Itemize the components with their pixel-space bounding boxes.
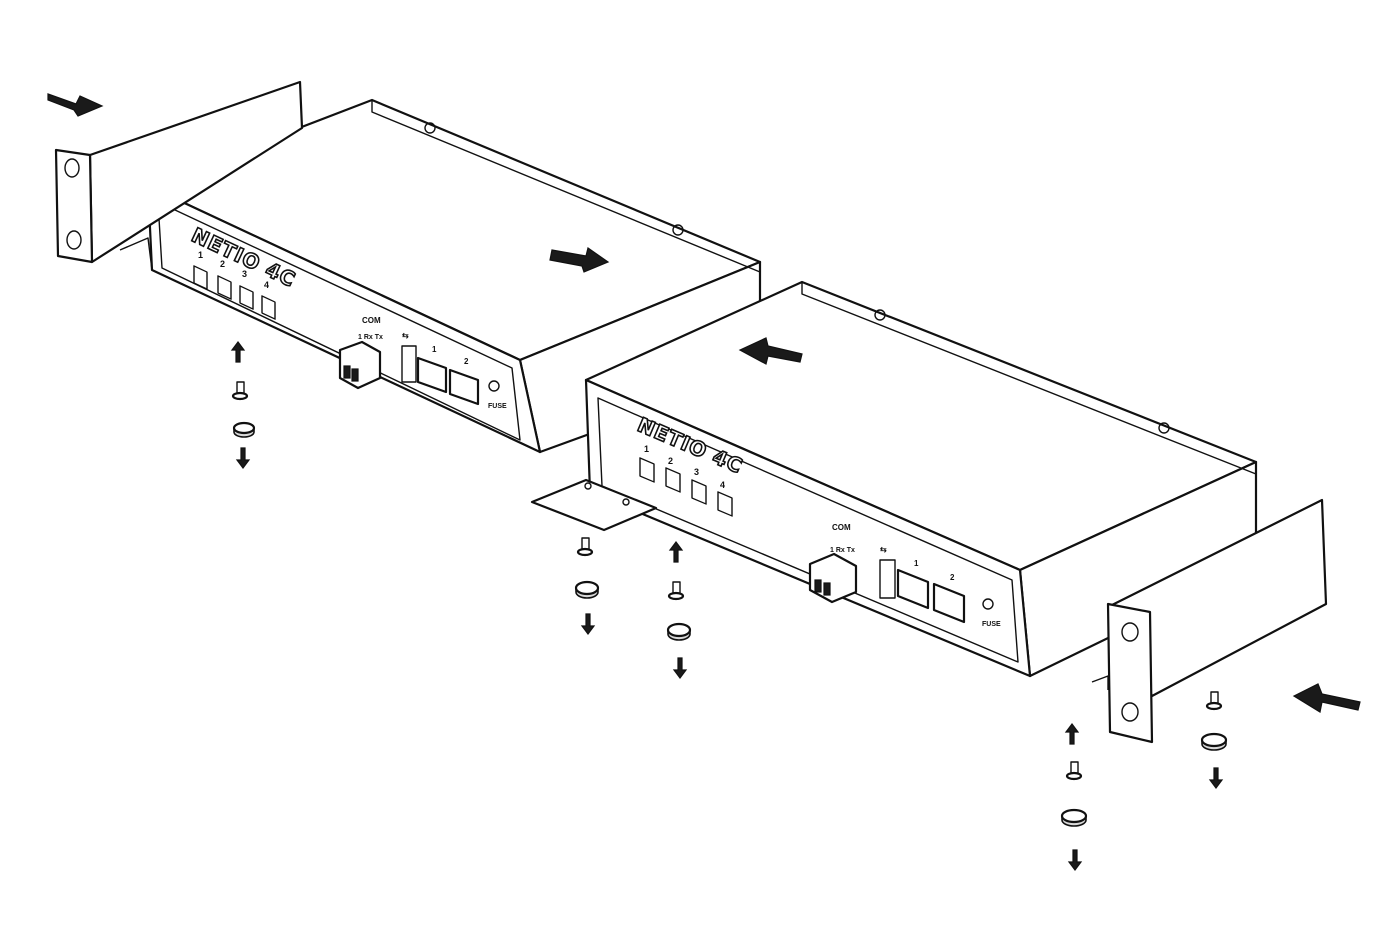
rubber-foot-icon	[1060, 808, 1088, 827]
usb-icon	[401, 345, 417, 383]
output-label-4: 4	[264, 280, 269, 290]
lan2-label: 2	[950, 573, 955, 582]
rubber-foot-icon	[666, 622, 692, 641]
ethernet-icon	[448, 368, 480, 406]
arrow-icon	[672, 657, 688, 679]
output-label-1: 1	[644, 444, 649, 454]
rubber-foot-icon	[232, 421, 256, 438]
svg-text:⇆: ⇆	[880, 545, 887, 554]
screw-icon	[424, 122, 436, 134]
fuse-icon	[488, 380, 500, 392]
arrow-icon	[1064, 723, 1080, 745]
output-label-1: 1	[198, 250, 203, 260]
screw-icon	[1158, 422, 1170, 434]
com-pins-label: 1 Rx Tx	[358, 334, 383, 341]
ethernet-icon	[932, 582, 966, 624]
arrow-icon	[1208, 767, 1224, 789]
screws	[231, 381, 1223, 781]
screw-icon	[231, 381, 249, 401]
arrow-icon	[47, 93, 104, 117]
fuse-label: FUSE	[982, 621, 1001, 628]
screw-icon	[874, 309, 886, 321]
output-buttons: 1 2 3 4	[639, 444, 733, 517]
svg-text:⇆: ⇆	[402, 331, 409, 340]
right-foot-plate	[530, 478, 658, 532]
com-pins-label: 1 Rx Tx	[830, 547, 855, 554]
output-label-2: 2	[668, 456, 673, 466]
screw-icon	[1205, 691, 1223, 711]
ethernet-icon	[416, 356, 448, 394]
output-buttons: 1 2 3 4	[193, 250, 276, 320]
usb-icon	[879, 559, 896, 599]
com-connector	[808, 552, 858, 604]
arrows	[47, 93, 1361, 871]
screw-icon	[672, 224, 684, 236]
arrow-icon	[549, 247, 610, 273]
output-label-4: 4	[720, 480, 725, 490]
arrow-icon	[668, 541, 684, 563]
arrow-icon	[1067, 849, 1083, 871]
fuse-label: FUSE	[488, 403, 507, 410]
arrow-icon	[230, 341, 246, 363]
arrow-icon	[235, 447, 251, 469]
fuse-icon	[982, 598, 994, 610]
lan1-label: 1	[914, 559, 919, 568]
screw-icon	[667, 581, 685, 601]
com-label: COM	[832, 523, 851, 532]
screw-icon	[576, 537, 594, 557]
arrow-icon	[738, 337, 803, 365]
com-label: COM	[362, 316, 381, 325]
output-label-3: 3	[242, 269, 247, 279]
right-rack-bracket	[1091, 498, 1328, 744]
com-connector	[338, 340, 382, 390]
arrow-icon	[1292, 683, 1361, 713]
output-label-2: 2	[220, 259, 225, 269]
lan2-label: 2	[464, 357, 469, 366]
rubber-feet	[232, 421, 1228, 827]
lan1-label: 1	[432, 345, 437, 354]
ethernet-icon	[896, 568, 930, 610]
rubber-foot-icon	[1200, 732, 1228, 751]
output-label-3: 3	[694, 467, 699, 477]
left-rack-bracket	[54, 80, 304, 271]
screw-icon	[1065, 761, 1083, 781]
arrow-icon	[580, 613, 596, 635]
rubber-foot-icon	[574, 580, 600, 599]
